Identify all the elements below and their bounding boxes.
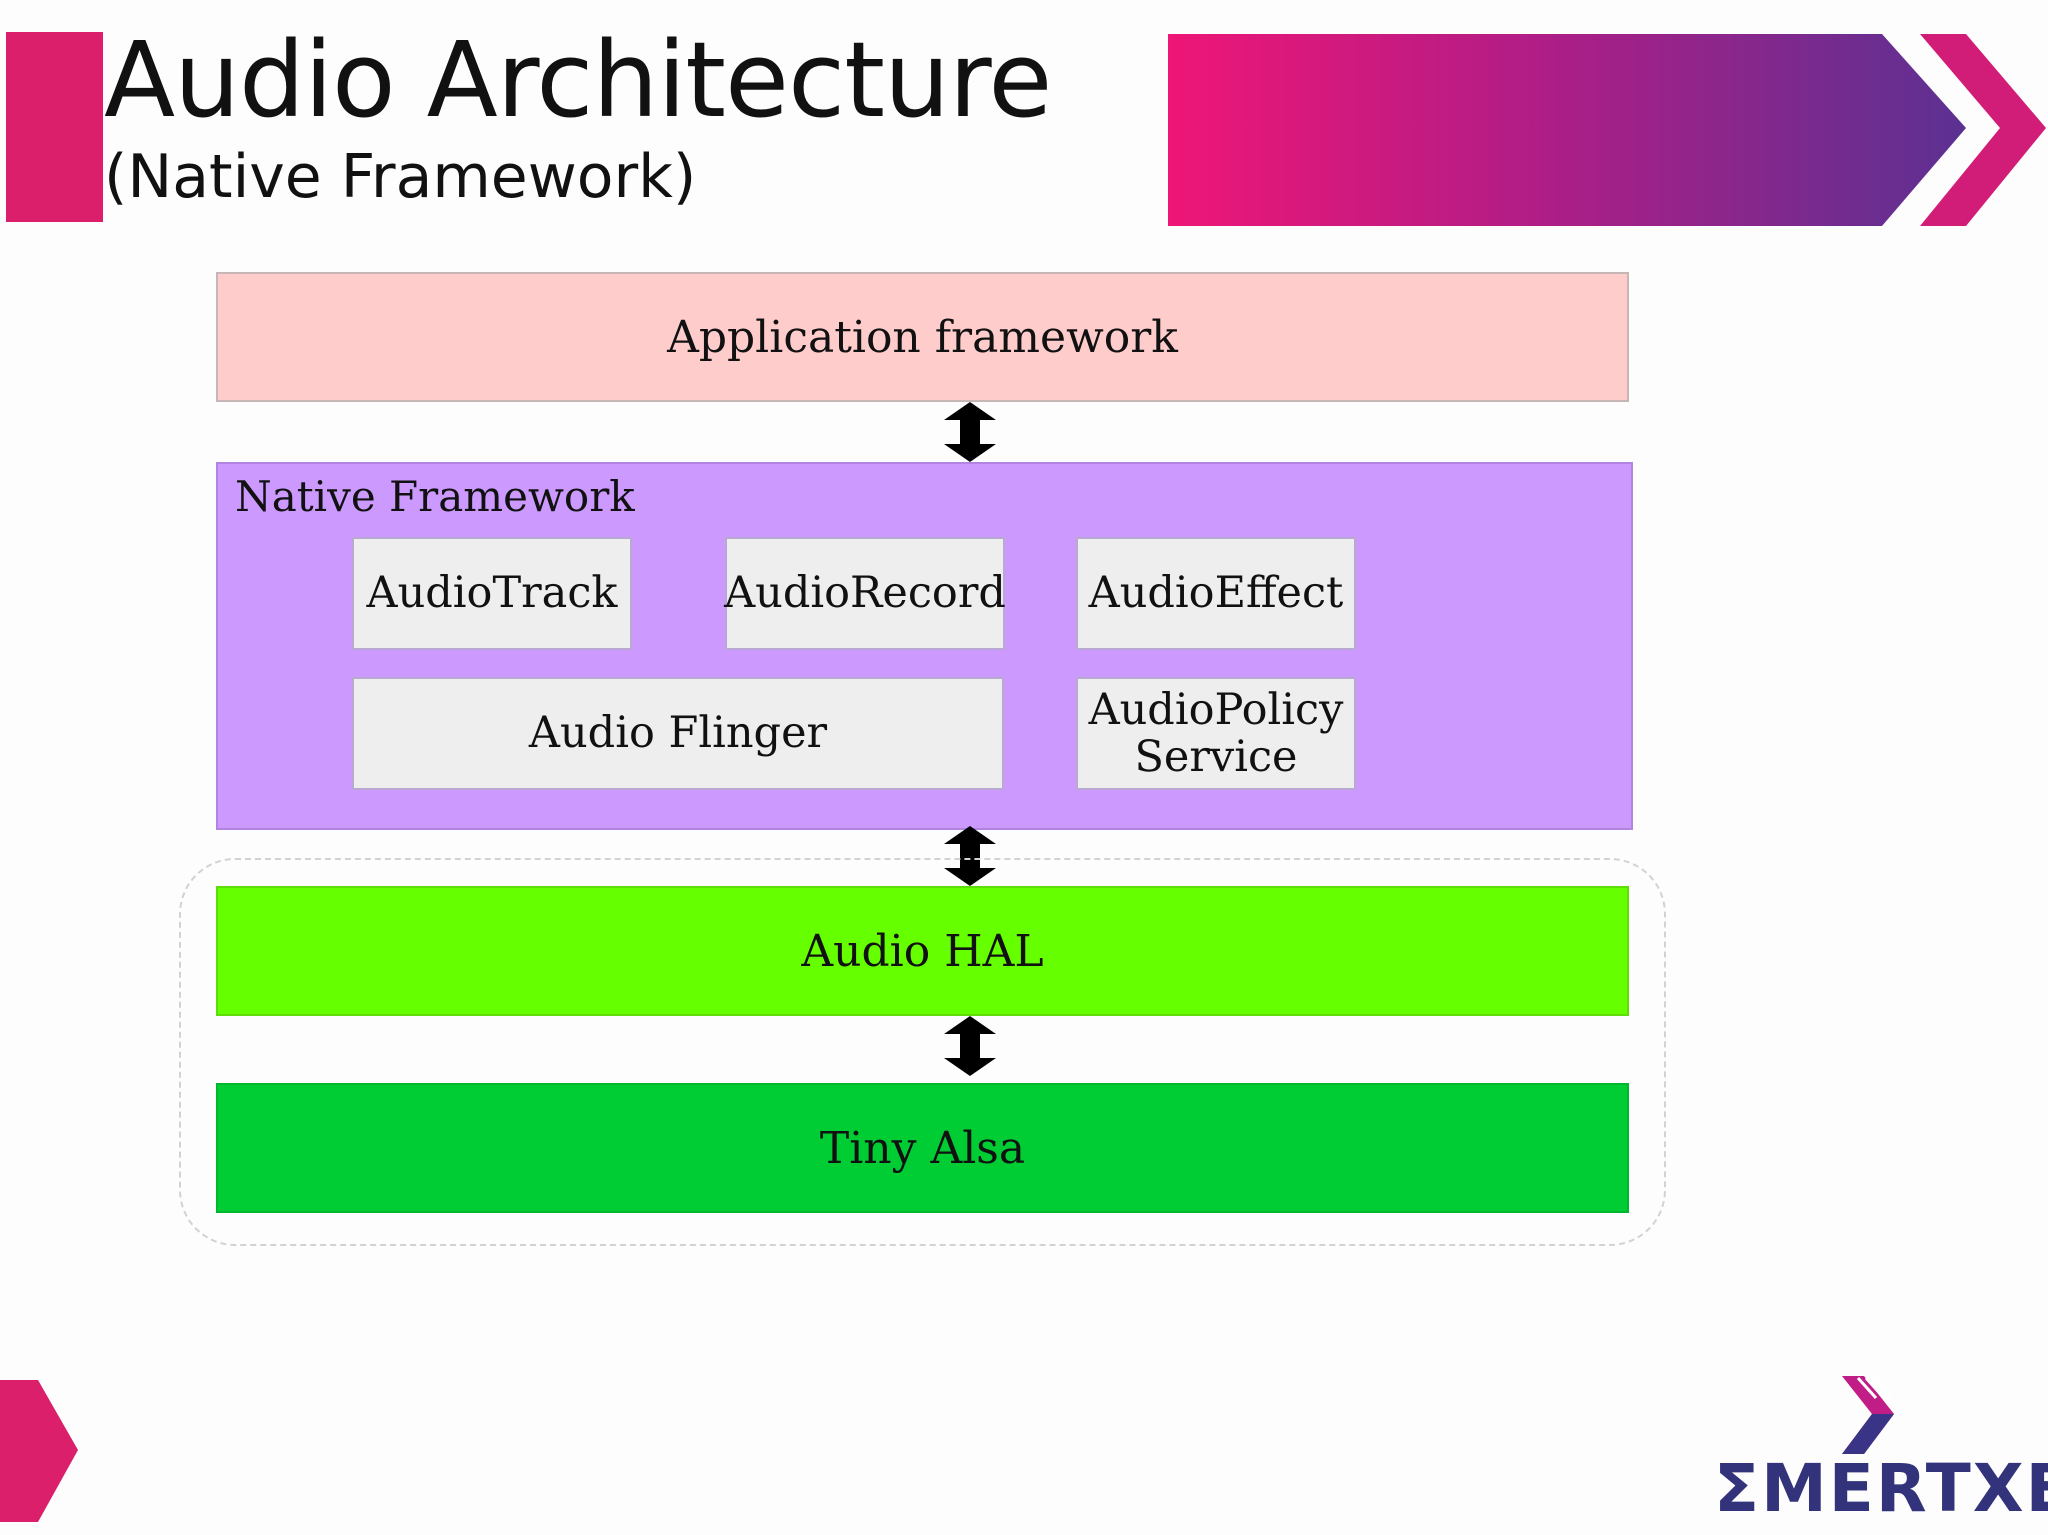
audio-record-label: AudioRecord [724, 568, 1006, 619]
emertxe-logo-mark-icon [1842, 1376, 1894, 1454]
title-accent-bar [6, 32, 103, 222]
double-arrow-icon [944, 402, 996, 462]
native-framework-label: Native Framework [235, 472, 635, 521]
audio-flinger-box: Audio Flinger [352, 677, 1004, 790]
banner-body [1168, 34, 1966, 226]
banner-chevron [1920, 34, 2046, 226]
corner-chevron-decoration [0, 1380, 78, 1522]
audio-policy-service-box: AudioPolicy Service [1076, 677, 1356, 790]
audio-record-box: AudioRecord [724, 537, 1006, 650]
audio-track-box: AudioTrack [352, 537, 632, 650]
hal-alsa-group-outline [179, 858, 1666, 1246]
slide-subtitle: (Native Framework) [104, 142, 697, 212]
application-framework-label: Application framework [667, 311, 1178, 363]
double-arrow-icon [944, 826, 996, 886]
audio-policy-label-line1: AudioPolicy [1088, 685, 1344, 736]
audio-hal-layer: Audio HAL [216, 886, 1629, 1016]
emertxe-logo-text: ΣMERTXE [1714, 1450, 2048, 1527]
audio-effect-box: AudioEffect [1076, 537, 1356, 650]
slide-title: Audio Architecture [104, 19, 1052, 141]
header-banner-arrow [1168, 34, 2046, 226]
audio-track-label: AudioTrack [366, 568, 618, 619]
audio-effect-label: AudioEffect [1088, 568, 1344, 619]
audio-flinger-label: Audio Flinger [528, 708, 828, 759]
audio-hal-label: Audio HAL [801, 925, 1044, 977]
double-arrow-icon [944, 1016, 996, 1076]
tiny-alsa-layer: Tiny Alsa [216, 1083, 1629, 1213]
audio-policy-label-line2: Service [1134, 731, 1298, 782]
tiny-alsa-label: Tiny Alsa [819, 1122, 1026, 1174]
application-framework-layer: Application framework [216, 272, 1629, 402]
